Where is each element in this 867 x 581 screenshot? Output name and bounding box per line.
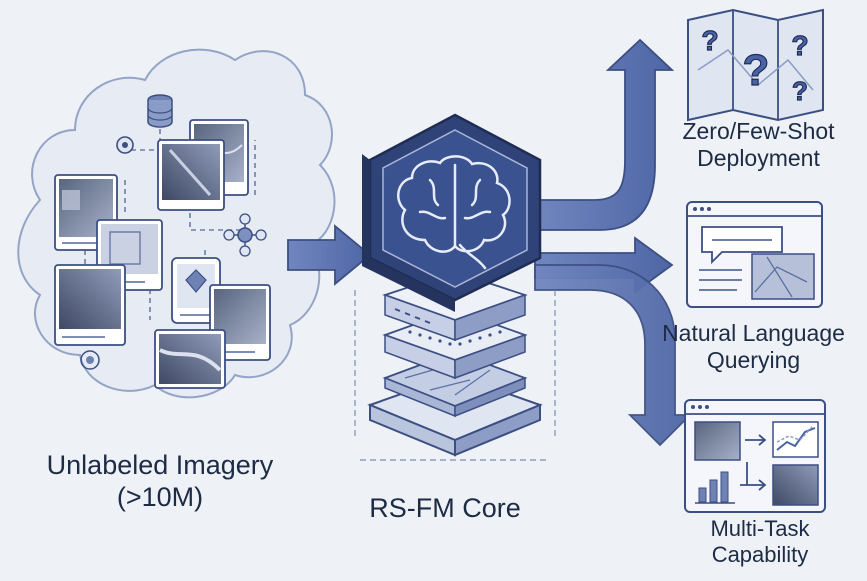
unlabeled-imagery-count: (>10M) — [116, 481, 204, 512]
input-arrow — [287, 224, 372, 286]
svg-text:?: ? — [792, 76, 808, 106]
svg-text:?: ? — [791, 30, 808, 61]
satellite-image-card — [54, 264, 126, 346]
unlabeled-imagery-title: Unlabeled Imagery — [46, 450, 274, 480]
svg-text:?: ? — [743, 46, 770, 95]
imagery-cloud — [17, 48, 336, 399]
output-label-line1: Zero/Few-Shot — [682, 118, 835, 144]
rs-fm-core-stack — [354, 113, 556, 461]
output-label-line1: Natural Language — [662, 320, 845, 346]
database-icon — [147, 94, 173, 128]
network-graph-icon — [223, 213, 267, 257]
output-label-line1: Multi-Task — [710, 516, 810, 541]
rs-fm-core-label: RS-FM Core — [369, 493, 521, 523]
output-label-line2: Capability — [711, 541, 809, 567]
output-label-line2: Deployment — [697, 145, 820, 172]
output-arrows — [534, 38, 693, 447]
multi-task-dashboard-icon — [684, 399, 826, 513]
target-icon — [80, 350, 100, 370]
output-label-line2: Querying — [706, 347, 801, 374]
chat-window-map-icon — [686, 201, 823, 308]
brain-hexagon — [362, 113, 542, 312]
natural-language-querying-label: Natural Language Querying — [640, 320, 867, 374]
svg-text:?: ? — [701, 25, 718, 56]
zero-few-shot-label: Zero/Few-Shot Deployment — [650, 118, 867, 172]
satellite-image-card — [154, 329, 226, 389]
network-node-icon — [116, 136, 134, 154]
unlabeled-imagery-label: Unlabeled Imagery (>10M) — [15, 450, 305, 514]
map-with-question-marks-icon: ? ? ? ? — [687, 8, 824, 122]
satellite-image-card — [157, 139, 225, 211]
multi-task-capability-label: Multi-Task Capability — [660, 516, 860, 568]
brain-icon — [397, 155, 511, 270]
